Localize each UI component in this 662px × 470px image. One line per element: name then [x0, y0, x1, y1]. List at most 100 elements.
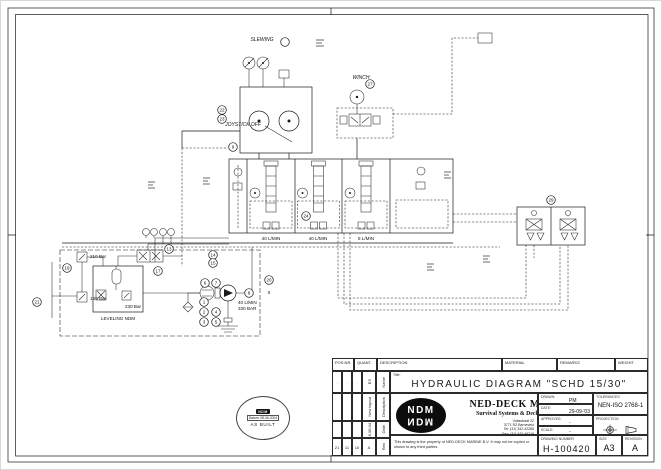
item-balloon: [199, 307, 209, 317]
date-value: 29-09-'03: [569, 409, 590, 415]
flow-label-2: 40 L/MIN: [309, 236, 328, 241]
ndm-logo-text: NDM: [407, 404, 435, 416]
relief-230-label: 230 Bar: [125, 304, 142, 309]
item-balloon: [280, 37, 290, 47]
rev-cell: [332, 421, 342, 438]
rev-mark: 11: [342, 438, 352, 456]
joystick-note: JOYSTICK OFF: [224, 122, 293, 143]
item-balloon-number: 23: [219, 117, 225, 122]
company-address: Voltastraat 22 3771 RZ Barneveld Tel: (3…: [454, 419, 534, 435]
rev-description-value: New layout: [362, 393, 376, 421]
drawn-label: DRAWN:: [541, 395, 556, 399]
drawn-cell: DRAWN: PM: [538, 393, 593, 404]
joystick-label: JOYSTICK OFF: [224, 122, 262, 128]
section-mark: II: [268, 290, 271, 295]
address-line: Voltastraat 22: [512, 419, 534, 423]
item-balloon: [153, 266, 163, 276]
approved-value: -: [569, 420, 571, 426]
item-balloon-number: 22: [219, 108, 225, 113]
item-balloon-number: 21: [34, 300, 40, 305]
tolerances-cell: TOLERANCES NEN-ISO 2768-1: [593, 393, 648, 415]
control-manifold: 40 L/MIN 40 L/MIN 5 L/MIN: [228, 158, 454, 241]
tolerances-value: NEN-ISO 2768-1: [597, 403, 644, 409]
item-balloon: [200, 278, 210, 288]
item-balloon: [217, 114, 227, 124]
flow-label-1: 40 L/MIN: [262, 236, 281, 241]
item-balloon-number: 17: [155, 269, 161, 274]
item-balloon-number: 6: [204, 281, 207, 286]
flow-label-3: 5 L/MIN: [358, 236, 374, 241]
parts-header-pos: POS.NR.: [332, 358, 354, 371]
title-label: Title:: [393, 373, 401, 377]
slewing-label: SLEWING: [250, 37, 273, 43]
rev-cell: .: [342, 371, 352, 393]
rev-mark: 10: [352, 438, 362, 456]
item-balloon-number: 15: [210, 261, 216, 266]
item-balloon: [62, 263, 72, 273]
revision-table: . . . ES Name New layout Description 8.0…: [332, 371, 390, 456]
pump-flow-label: 40 L/MIN: [238, 300, 257, 305]
scale-label: SCALE:: [541, 428, 554, 432]
item-balloon-number: 4: [215, 310, 218, 315]
item-balloon: [228, 142, 238, 152]
item-balloon-number: 5: [215, 320, 218, 325]
rev-date-label: Date: [376, 421, 390, 438]
drawing-number-cell: DRAWING NUMBER H-100420: [538, 435, 596, 456]
relief-210-label: 210 Bar: [90, 254, 107, 259]
slewing-drive: SLEWING: [181, 37, 313, 266]
leveling-label: LEVELING NDM: [101, 316, 135, 321]
item-balloon: [217, 105, 227, 115]
size-label: SIZE: [599, 437, 607, 441]
stamp-status: AS BUILT: [250, 422, 276, 427]
size-cell: SIZE A3: [596, 435, 622, 456]
revision-label: REVISION: [625, 437, 642, 441]
item-balloon-number: 24: [303, 214, 309, 219]
company-tagline: Survival Systems & Deck Equipment: [476, 411, 538, 417]
date-label: DATE:: [541, 406, 552, 410]
address-line: Tel: (31) 342-42285: [503, 427, 534, 432]
ndm-logo: NDM NDM: [396, 398, 446, 433]
item-balloon: [208, 258, 218, 268]
rev-cell: [342, 421, 352, 438]
item-balloon-number: 9: [232, 145, 235, 150]
projection-cell: PROJECTION: [593, 415, 648, 435]
rev-name-value: ES: [362, 371, 376, 393]
item-balloon: [199, 317, 209, 327]
projection-label: PROJECTION: [596, 417, 619, 421]
as-built-stamp: NDM Datum: 08-06-2004 AS BUILT: [236, 396, 290, 440]
relief-135-label: 135 Bar: [90, 296, 107, 301]
approved-label: APPROVED:: [541, 417, 562, 421]
power-unit: 210 Bar 135 Bar 230 Bar LEVELING NDM: [51, 247, 271, 337]
company-name: NED-DECK MARINE: [469, 399, 538, 410]
address-line: Fax: (31) 342-49219: [502, 431, 534, 435]
item-balloon: [546, 195, 556, 205]
date-cell: DATE: 29-09-'03: [538, 404, 593, 415]
item-balloon-number: 29: [548, 198, 554, 203]
winch-valve: WINCH: [336, 32, 493, 159]
rev-cell: [342, 393, 352, 421]
parts-header-description: DESCRIPTION: [377, 358, 502, 371]
winch-label: WINCH: [353, 75, 370, 81]
rev-cell: [352, 393, 362, 421]
rev-cell: [352, 421, 362, 438]
item-balloon-number: 8: [248, 291, 251, 296]
scale-cell: SCALE: -: [538, 426, 593, 435]
item-balloon-number: 14: [210, 253, 216, 258]
rev-mark: 21: [332, 438, 342, 456]
approved-cell: APPROVED: -: [538, 415, 593, 426]
stamp-logo: NDM: [256, 409, 270, 414]
item-balloon: [32, 297, 42, 307]
item-balloon: [199, 297, 209, 307]
rev-name-label: Name: [376, 371, 390, 393]
drawing-title-cell: Title: HYDRAULIC DIAGRAM "SCHD 15/30": [390, 371, 648, 393]
company-cell: NDM NDM NED-DECK MARINE Survival Systems…: [390, 393, 538, 435]
item-balloon-number: 2: [203, 310, 206, 315]
item-balloon-number: 3: [203, 320, 206, 325]
rev-cell: .: [332, 371, 342, 393]
property-note: This drawing is the property of NED-DECK…: [394, 440, 530, 449]
item-balloon: [244, 288, 254, 298]
drawn-value: PM: [569, 398, 577, 404]
rev-cell: [332, 393, 342, 421]
